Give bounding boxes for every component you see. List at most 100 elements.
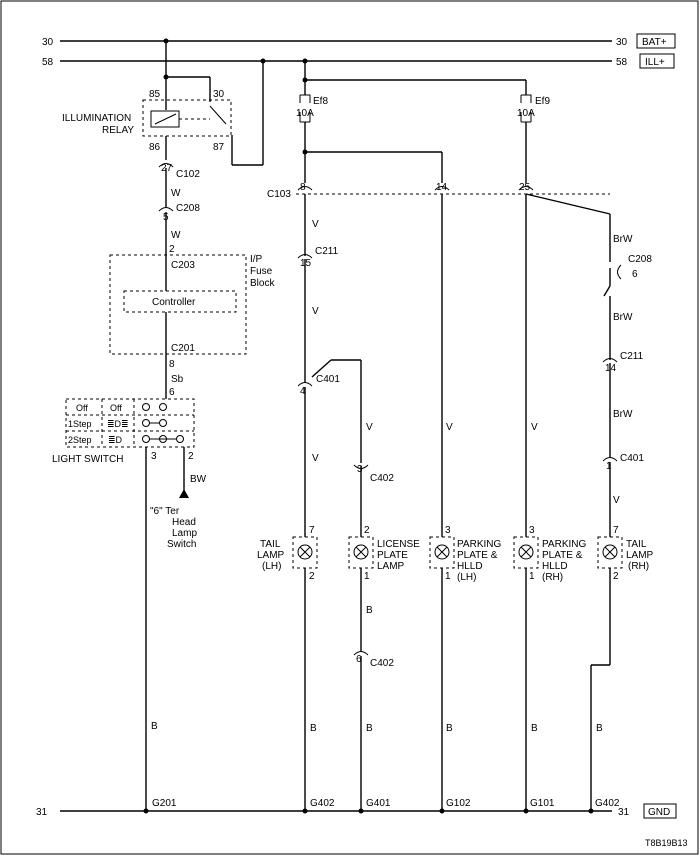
svg-text:B: B [310,723,317,734]
svg-text:PARKING: PARKING [457,539,501,550]
svg-text:58: 58 [616,57,628,68]
svg-text:6: 6 [632,269,638,280]
svg-text:2: 2 [169,244,175,255]
svg-text:B: B [366,605,373,616]
svg-text:C103: C103 [267,189,291,200]
diagram-code: T8B19B13 [645,838,688,848]
svg-text:HLLD: HLLD [542,561,568,572]
svg-text:Ef9: Ef9 [535,96,550,107]
svg-text:7: 7 [309,525,315,536]
svg-text:87: 87 [213,142,225,153]
svg-text:BrW: BrW [613,234,633,245]
svg-text:85: 85 [149,89,161,100]
svg-text:C208: C208 [176,203,200,214]
connector-c103: 8 14 25 C103 [267,182,610,200]
svg-text:W: W [171,188,181,199]
svg-text:Off: Off [76,403,88,413]
svg-text:Lamp: Lamp [172,528,197,539]
svg-text:Switch: Switch [167,539,196,550]
svg-text:C402: C402 [370,658,394,669]
svg-text:V: V [312,453,319,464]
svg-text:G101: G101 [530,798,555,809]
svg-text:C211: C211 [620,351,644,362]
svg-text:W: W [171,230,181,241]
svg-text:G201: G201 [152,798,177,809]
svg-text:LAMP: LAMP [377,561,405,572]
svg-text:B: B [531,723,538,734]
svg-text:1Step: 1Step [68,419,92,429]
svg-text:4: 4 [300,386,306,397]
svg-text:14: 14 [436,182,448,193]
svg-text:Off: Off [110,403,122,413]
lamp-license-plate: 2 1 LICENSE PLATE LAMP [348,525,420,582]
svg-text:3: 3 [151,451,157,462]
svg-text:Sb: Sb [171,374,184,385]
svg-text:1: 1 [529,571,535,582]
bat-rail: 30 30 BAT+ [42,33,676,49]
svg-text:1: 1 [364,571,370,582]
svg-text:BrW: BrW [613,312,633,323]
svg-text:V: V [613,495,620,506]
svg-text:C401: C401 [620,453,644,464]
svg-text:31: 31 [36,807,48,818]
svg-text:2: 2 [309,571,315,582]
svg-text:C401: C401 [316,374,340,385]
svg-text:TAIL: TAIL [626,539,647,550]
svg-text:C102: C102 [176,169,200,180]
ill-rail: 58 58 ILL+ [42,53,675,69]
fuse-distribution: Ef8 10A Ef9 10A [296,58,550,183]
svg-text:GND: GND [648,807,670,818]
svg-text:"6" Ter: "6" Ter [150,506,180,517]
svg-text:Fuse: Fuse [250,266,273,277]
light-switch: Off Off 1Step 2Step ≣D≣ ≣D 3 2 BW LIGHT … [52,398,207,814]
svg-text:BW: BW [190,474,207,485]
svg-text:25: 25 [519,182,531,193]
lamp-parking-rh: 3 1 PARKING PLATE & HLLD (RH) [513,525,586,583]
svg-text:58: 58 [42,57,54,68]
svg-text:15: 15 [300,258,312,269]
svg-text:PARKING: PARKING [542,539,586,550]
wire-tail-lh-ground: B G402 [302,568,335,814]
svg-text:LAMP: LAMP [626,550,654,561]
svg-text:30: 30 [42,37,54,48]
svg-text:1: 1 [445,571,451,582]
svg-text:PLATE &: PLATE & [457,550,498,561]
svg-text:(LH): (LH) [457,572,476,583]
svg-text:Block: Block [250,278,275,289]
wire-parking-lh: V B G102 [439,194,471,814]
svg-text:LICENSE: LICENSE [377,539,420,550]
svg-text:2: 2 [364,525,370,536]
svg-text:2: 2 [188,451,194,462]
svg-text:TAIL: TAIL [260,539,281,550]
svg-text:10A: 10A [296,108,314,119]
lamp-parking-lh: 3 1 PARKING PLATE & HLLD (LH) [429,525,501,583]
left-wire-chain: 27 C102 W 5 C208 W 2 C203 [158,163,200,271]
svg-text:BrW: BrW [613,409,633,420]
svg-text:30: 30 [213,89,225,100]
svg-text:2Step: 2Step [68,435,92,445]
lamp-tail-rh: 7 2 TAIL LAMP (RH) [597,525,654,582]
svg-text:27: 27 [161,163,173,174]
svg-text:V: V [312,219,319,230]
svg-text:V: V [366,422,373,433]
svg-text:3: 3 [529,525,535,536]
svg-text:B: B [366,723,373,734]
svg-text:14: 14 [605,363,617,374]
svg-text:HLLD: HLLD [457,561,483,572]
svg-text:V: V [531,422,538,433]
svg-text:G402: G402 [310,798,335,809]
svg-text:≣D: ≣D [108,435,123,445]
svg-text:C203: C203 [171,260,195,271]
svg-text:30: 30 [616,37,628,48]
svg-text:BAT+: BAT+ [642,37,667,48]
svg-text:86: 86 [149,142,161,153]
svg-text:ILLUMINATION: ILLUMINATION [62,113,131,124]
svg-text:Ef8: Ef8 [313,96,328,107]
svg-text:8: 8 [300,182,306,193]
wire-license: 3 C402 B 6 C402 B G401 [353,464,394,814]
svg-text:ILL+: ILL+ [645,57,665,68]
svg-text:8: 8 [169,359,175,370]
